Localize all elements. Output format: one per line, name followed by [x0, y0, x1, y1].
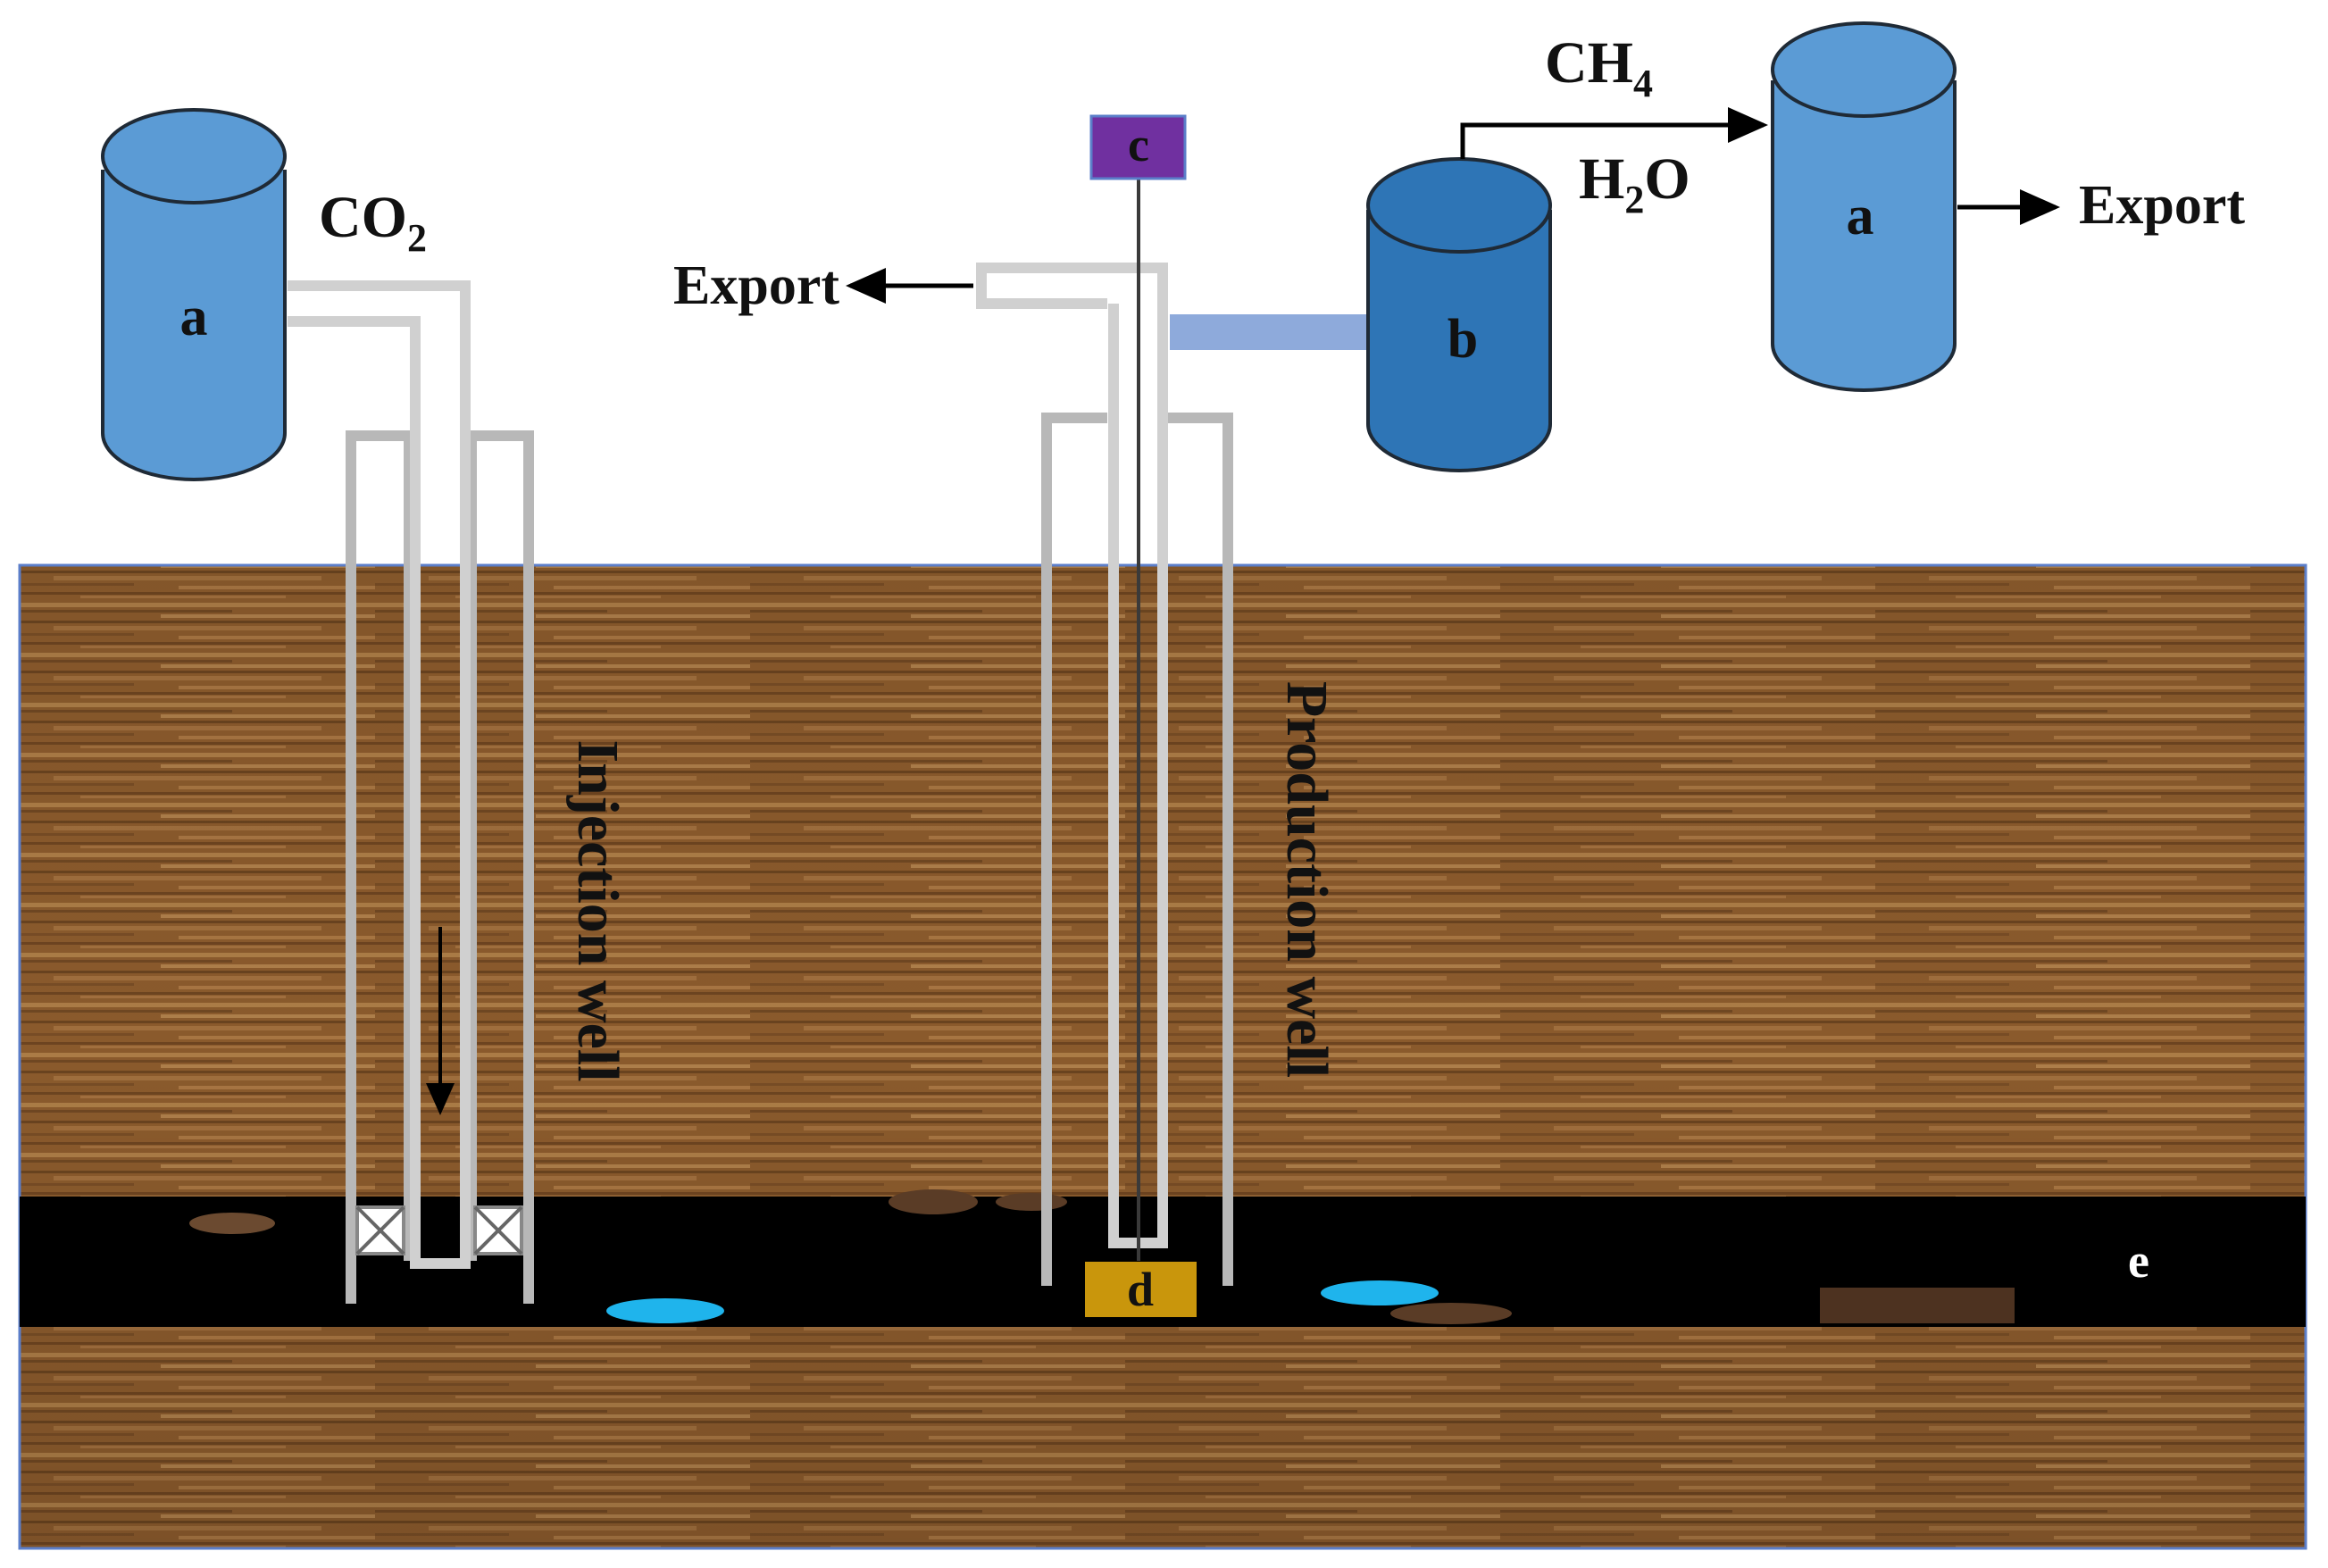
coal-particle [1390, 1303, 1512, 1324]
sensor-d: d [1085, 1262, 1197, 1317]
vessel-top [101, 108, 287, 204]
sensor-box [1085, 1262, 1197, 1317]
production-well-label: Production well [1274, 681, 1339, 1078]
vessel-body [1366, 210, 1552, 472]
arrow-icon [1460, 107, 1768, 159]
vessel-b: b [1366, 157, 1552, 472]
water-droplet [1321, 1280, 1439, 1305]
ch4-label: CH4 [1545, 30, 1653, 105]
vessel-a-left: a [101, 108, 287, 481]
sensor-label-d: d [1127, 1263, 1154, 1316]
injection-tubing [288, 280, 471, 1269]
pump-label-c: c [1128, 118, 1149, 171]
water-droplet [606, 1298, 724, 1323]
coal-particle [996, 1193, 1067, 1211]
coal-particle [189, 1213, 275, 1234]
vessel-a-left-label: a [180, 287, 208, 347]
coal-particle [1820, 1288, 2015, 1323]
connector-pipe [1170, 314, 1366, 350]
co2-label: CO2 [319, 185, 427, 260]
vessel-a-right-label: a [1847, 186, 1874, 246]
coal-particle [889, 1189, 978, 1214]
vessel-body [101, 170, 287, 481]
vessel-a-right: a [1771, 21, 1957, 392]
injection-well-label: Injection well [565, 739, 630, 1081]
pump-box [1089, 114, 1187, 180]
vessel-top [1771, 21, 1957, 118]
production-well: Export c d Production well [673, 114, 1366, 1317]
vessel-top [1366, 157, 1552, 254]
injection-well: Injection well [288, 280, 630, 1304]
pump-c: c [1089, 114, 1187, 180]
vessel-body [1771, 80, 1957, 392]
packer-cross-icon [355, 1205, 405, 1255]
export-right-label: Export [2079, 175, 2245, 236]
vessel-b-label: b [1448, 309, 1478, 370]
injection-casing [346, 430, 534, 1304]
h2o-label: H2O [1579, 146, 1690, 221]
seam-label-e: e [2128, 1234, 2149, 1288]
production-tubing [976, 263, 1168, 1248]
export-left-label: Export [673, 255, 839, 316]
production-casing [1041, 413, 1233, 1286]
packer-cross-icon [473, 1205, 523, 1255]
